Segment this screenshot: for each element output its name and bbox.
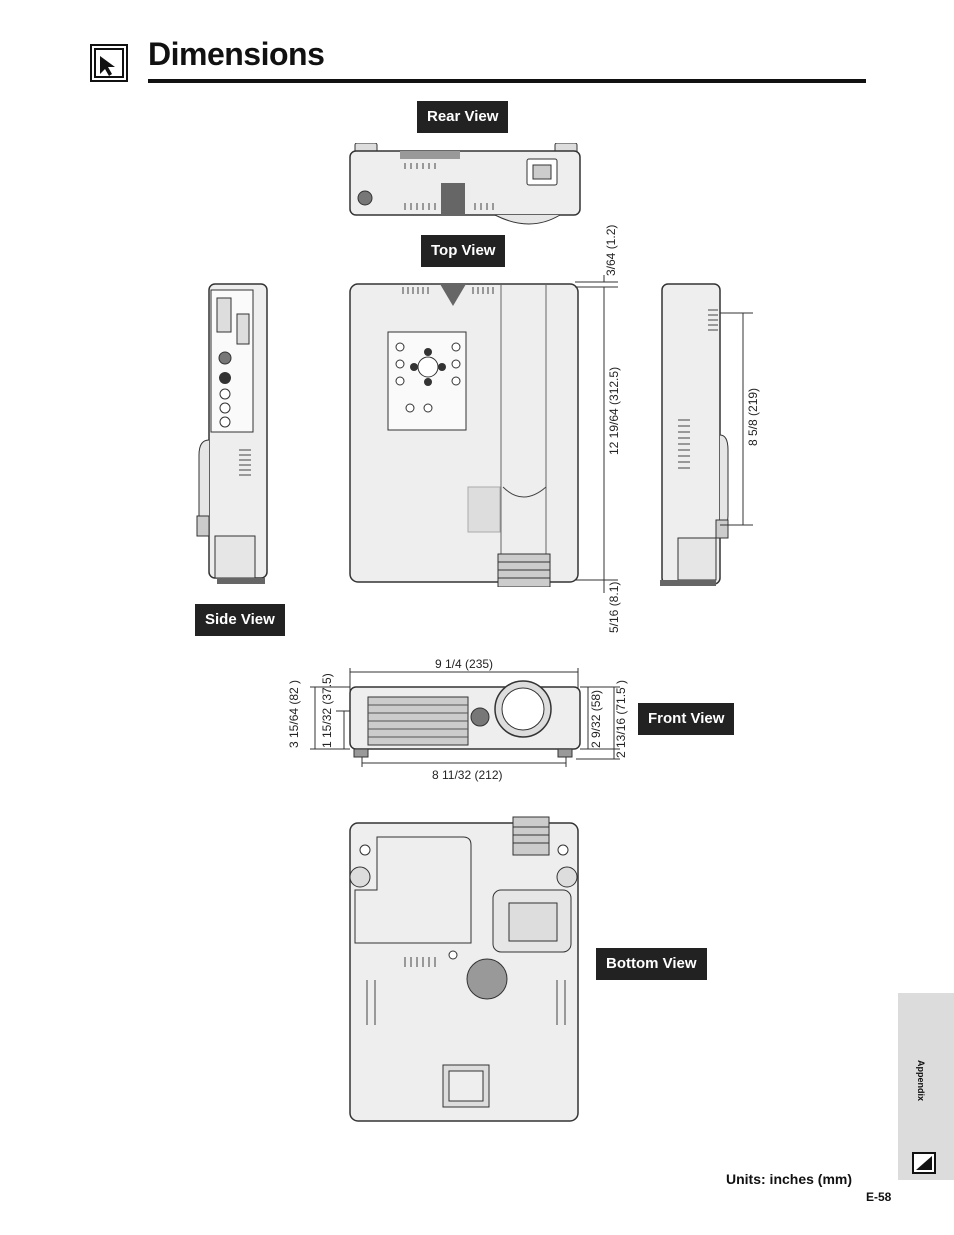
- rear-view-label: Rear View: [417, 101, 509, 133]
- dim-height-total: 3 15/64 (82 ): [287, 679, 301, 748]
- side-view-connectors-drawing: [196, 283, 268, 584]
- dim-height-body: 2 9/32 (58): [589, 689, 603, 748]
- dim-lens-center: 1 15/32 (37.5): [320, 673, 334, 748]
- appendix-tab-label: Appendix: [916, 1060, 926, 1102]
- units-note: Units: inches (mm): [726, 1171, 853, 1187]
- side-dimension-lines: [720, 312, 753, 526]
- front-view-label: Front View: [638, 703, 735, 735]
- dim-depth: 12 19/64 (312.5): [607, 366, 621, 455]
- page-title: Dimensions: [148, 36, 325, 72]
- section-icon: [90, 44, 128, 82]
- rear-view-drawing: [349, 143, 581, 225]
- side-view-drawing: [660, 283, 729, 586]
- dim-top-offset: 3/64 (1.2): [604, 224, 618, 276]
- front-view-drawing: [310, 668, 620, 767]
- side-view-label: Side View: [195, 604, 285, 636]
- top-view-drawing: [349, 283, 579, 587]
- appendix-tab: [898, 993, 954, 1180]
- page-number: E-58: [866, 1190, 892, 1204]
- bottom-view-drawing: [349, 816, 579, 1122]
- appendix-icon: [912, 1152, 936, 1174]
- bottom-view-label: Bottom View: [596, 948, 707, 980]
- dim-foot-span: 8 11/32 (212): [432, 768, 503, 782]
- top-dimension-lines: [575, 275, 618, 593]
- dim-bottom-offset: 5/16 (8.1): [607, 581, 621, 633]
- dim-width: 9 1/4 (235): [435, 657, 494, 671]
- title-rule: [148, 79, 866, 83]
- top-view-label: Top View: [421, 235, 506, 267]
- dim-side-height: 8 5/8 (219): [746, 387, 760, 446]
- dim-height-with-feet: 2 13/16 (71.5 ): [614, 679, 628, 758]
